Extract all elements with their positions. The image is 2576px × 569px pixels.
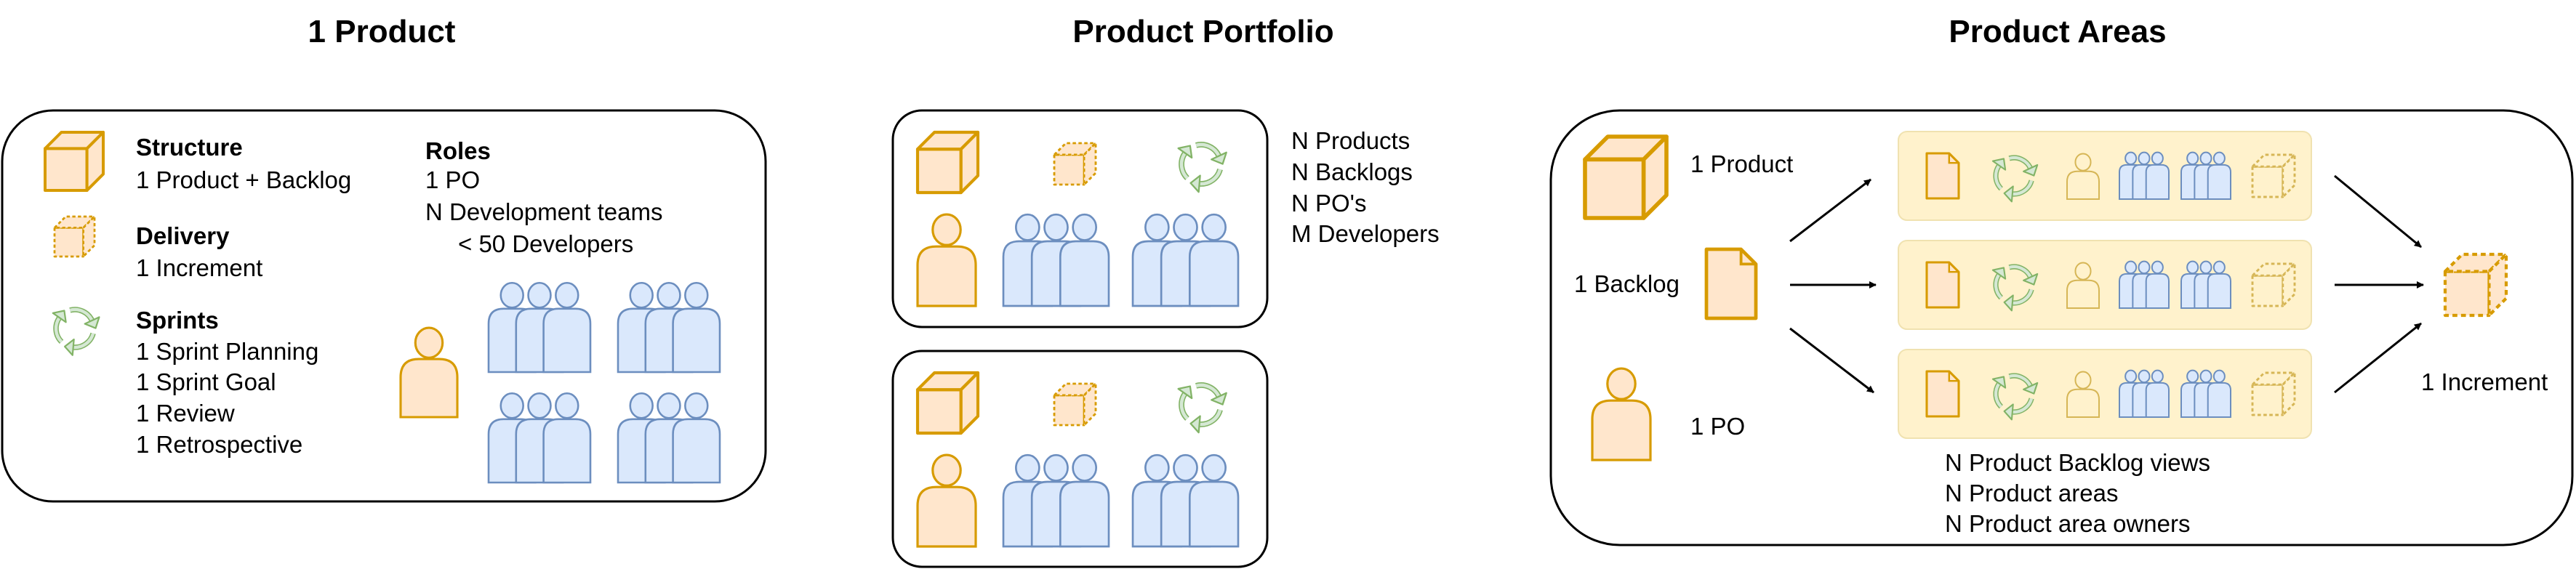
portfolio-line-2: N Backlogs	[1291, 158, 1413, 185]
area-row-1	[1898, 131, 2312, 221]
backlog-document-icon	[1925, 370, 1960, 418]
backlog-document-icon	[1925, 261, 1960, 309]
areas-bottom-line-1: N Product Backlog views	[1945, 449, 2210, 476]
sprint-cycle-icon	[1991, 264, 2039, 312]
increment-cube-icon	[1053, 382, 1097, 427]
product-area-owner-icon	[2066, 371, 2100, 418]
arrow-icon	[1789, 178, 1871, 243]
areas-frame	[1549, 109, 2574, 546]
one-product-frame	[1, 109, 767, 503]
sprints-heading: Sprints	[136, 307, 219, 334]
one-product-title: 1 Product	[308, 14, 456, 49]
areas-po-label: 1 PO	[1690, 413, 1745, 440]
portfolio-line-1: N Products	[1291, 127, 1410, 154]
product-cube-icon	[915, 371, 980, 435]
increment-cube-icon	[1053, 142, 1097, 186]
sprints-line-1: 1 Sprint Planning	[136, 338, 318, 365]
product-owner-icon	[1591, 367, 1652, 461]
roles-heading: Roles	[425, 137, 491, 164]
product-owner-icon	[916, 453, 977, 548]
development-team-icon	[2119, 369, 2170, 418]
development-team-icon	[487, 392, 592, 484]
arrow-icon	[2334, 174, 2422, 249]
portfolio-line-4: M Developers	[1291, 220, 1440, 247]
arrow-icon	[1789, 327, 1874, 394]
roles-line-3: < 50 Developers	[458, 230, 633, 257]
areas-bottom-line-3: N Product area owners	[1945, 510, 2191, 537]
development-team-icon	[1002, 213, 1110, 307]
increment-cube-icon	[2443, 252, 2508, 318]
increment-cube-icon	[2251, 371, 2296, 416]
areas-title: Product Areas	[1949, 14, 2166, 49]
product-owner-icon	[916, 213, 977, 307]
product-area-owner-icon	[2066, 153, 2100, 200]
portfolio-frame-2	[891, 350, 1269, 568]
icon-layer	[44, 130, 2508, 548]
area-row-3	[1898, 349, 2312, 439]
increment-cube-icon	[2251, 262, 2296, 307]
delivery-text: 1 Increment	[136, 254, 262, 281]
arrow-icon	[2334, 322, 2422, 394]
backlog-document-icon	[1704, 247, 1758, 320]
backlog-document-icon	[1925, 152, 1960, 200]
development-team-icon	[2180, 260, 2231, 309]
portfolio-frame-1	[891, 109, 1269, 328]
areas-increment-label: 1 Increment	[2421, 368, 2548, 395]
area-row-2	[1898, 240, 2312, 330]
increment-cube-icon	[53, 215, 96, 258]
sprint-cycle-icon	[1991, 373, 2039, 421]
sprint-cycle-icon	[52, 307, 100, 356]
portfolio-line-3: N PO's	[1291, 190, 1366, 217]
development-team-icon	[2180, 369, 2231, 418]
sprint-cycle-icon	[1991, 155, 2039, 203]
portfolio-title: Product Portfolio	[1072, 14, 1333, 49]
product-cube-icon	[915, 130, 980, 195]
structure-heading: Structure	[136, 134, 243, 161]
arrows	[1789, 174, 2424, 394]
increment-cube-icon	[2251, 153, 2296, 198]
development-team-icon	[487, 281, 592, 374]
sprint-cycle-icon	[1177, 142, 1227, 193]
development-team-icon	[2180, 151, 2231, 200]
development-team-icon	[2119, 151, 2170, 200]
development-team-icon	[617, 392, 721, 484]
roles-line-2: N Development teams	[425, 198, 662, 225]
sprints-line-4: 1 Retrospective	[136, 431, 302, 458]
areas-product-label: 1 Product	[1690, 150, 1793, 177]
product-area-owner-icon	[2066, 262, 2100, 309]
areas-bottom-line-2: N Product areas	[1945, 480, 2118, 507]
structure-text: 1 Product + Backlog	[136, 166, 351, 193]
sprints-line-3: 1 Review	[136, 400, 235, 427]
product-cube-icon	[44, 131, 105, 192]
development-team-icon	[1131, 213, 1240, 307]
areas-backlog-label: 1 Backlog	[1574, 270, 1680, 297]
development-team-icon	[1131, 453, 1240, 548]
sprints-line-2: 1 Sprint Goal	[136, 368, 276, 395]
development-team-icon	[617, 281, 721, 374]
development-team-icon	[1002, 453, 1110, 548]
development-team-icon	[2119, 260, 2170, 309]
product-owner-icon	[399, 326, 459, 419]
sprint-cycle-icon	[1177, 382, 1227, 434]
roles-line-1: 1 PO	[425, 166, 480, 193]
delivery-heading: Delivery	[136, 222, 230, 249]
product-cube-icon	[1583, 134, 1669, 220]
